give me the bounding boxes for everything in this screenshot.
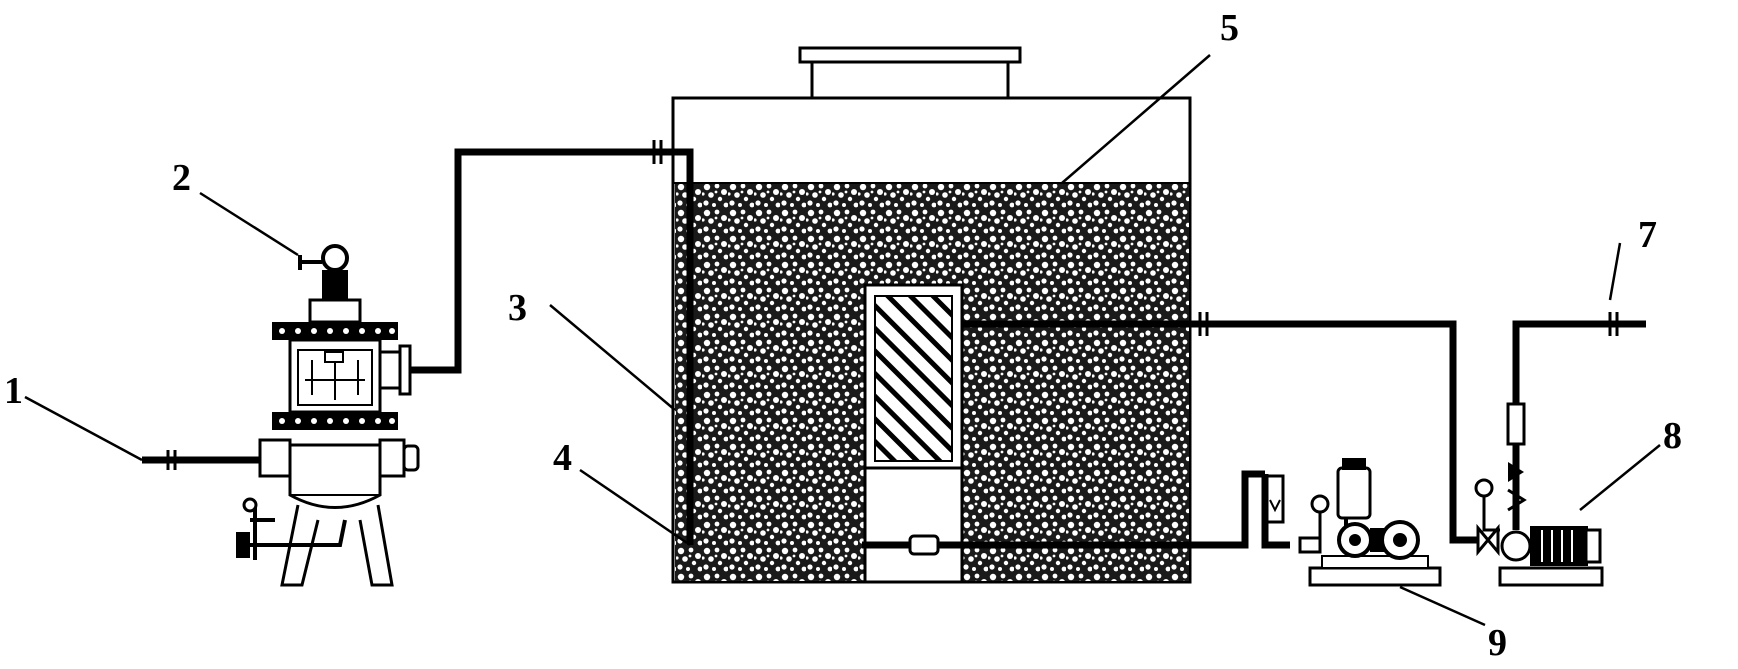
blower-icon xyxy=(1298,458,1442,587)
flowmeter-icon xyxy=(1506,402,1526,446)
pump-icon xyxy=(1474,478,1604,587)
tank-vent-cap xyxy=(798,46,1022,64)
flowmeter-icon xyxy=(1265,474,1285,524)
label-3: 3 xyxy=(508,287,527,329)
filter-to-tank-pipe xyxy=(410,140,694,374)
flange-icon xyxy=(166,450,177,470)
main-tank xyxy=(671,46,1192,584)
discharge-pipe-7 xyxy=(1506,312,1646,530)
central-column-hatched-section xyxy=(874,295,953,462)
label-8: 8 xyxy=(1663,415,1682,457)
tank-vent-neck xyxy=(810,62,1010,100)
flange-icon xyxy=(1608,312,1619,336)
label-2: 2 xyxy=(172,157,191,199)
label-9: 9 xyxy=(1488,622,1507,664)
label-7: 7 xyxy=(1638,214,1657,256)
outlet-pipe xyxy=(962,312,1500,557)
flange-icon xyxy=(652,140,663,164)
label-5: 5 xyxy=(1220,7,1239,49)
label-4: 4 xyxy=(553,437,572,479)
valve-icon xyxy=(1476,523,1500,557)
filter-unit-icon xyxy=(236,244,420,587)
air-line xyxy=(862,470,1290,556)
inlet-pipe-1 xyxy=(142,450,260,470)
leader-lines xyxy=(24,54,1661,627)
label-1: 1 xyxy=(4,370,23,412)
flange-icon xyxy=(1198,312,1209,336)
